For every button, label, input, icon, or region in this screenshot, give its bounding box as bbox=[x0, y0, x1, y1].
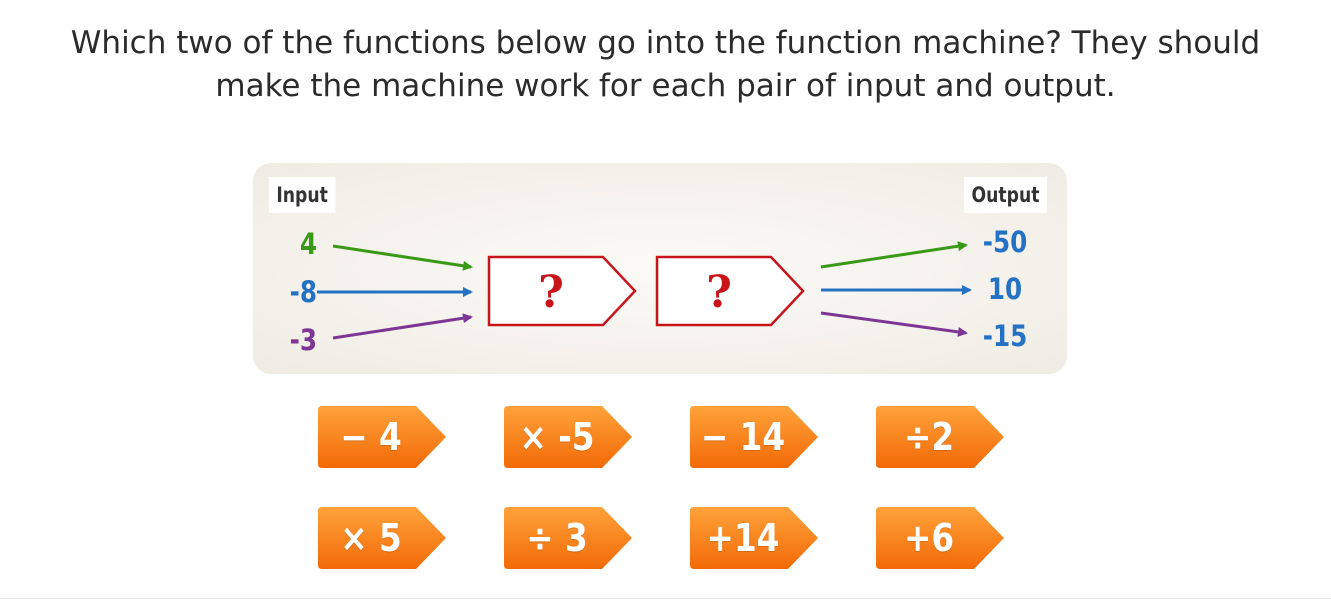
function-machine-diagram: ? ? bbox=[317, 241, 972, 340]
choice-label: +14 bbox=[706, 516, 780, 560]
choice-tag-shape bbox=[504, 406, 632, 468]
bottom-divider bbox=[0, 598, 1331, 599]
input-label: Input bbox=[269, 177, 336, 213]
choice-label: × -5 bbox=[519, 415, 595, 459]
input-arrow-purple bbox=[332, 313, 473, 340]
choice-label: − 4 bbox=[340, 415, 402, 459]
choice-add-14[interactable]: +14 bbox=[690, 507, 818, 569]
choice-multiply-minus-5[interactable]: × -5 bbox=[504, 406, 632, 468]
choice-tag-shape bbox=[690, 507, 818, 569]
input-value-1: 4 bbox=[299, 227, 317, 261]
input-value-2: -8 bbox=[289, 275, 317, 309]
choice-label: ÷2 bbox=[903, 415, 955, 459]
unknown-function-2-symbol: ? bbox=[706, 267, 732, 318]
choice-divide-2[interactable]: ÷2 bbox=[876, 406, 1004, 468]
output-arrow-green bbox=[820, 241, 968, 269]
choice-tag-shape bbox=[318, 406, 446, 468]
choice-label: × 5 bbox=[340, 516, 402, 560]
function-machine-panel: ? ? Input Output 4 -8 -3 -50 10 -15 bbox=[253, 163, 1067, 374]
unknown-function-box-1 bbox=[487, 255, 637, 327]
output-value-3: -15 bbox=[982, 319, 1028, 353]
choice-multiply-5[interactable]: × 5 bbox=[318, 507, 446, 569]
output-value-1: -50 bbox=[982, 225, 1028, 259]
question-line-2: make the machine work for each pair of i… bbox=[215, 68, 1116, 104]
output-label: Output bbox=[964, 177, 1047, 213]
choice-tag-shape bbox=[690, 406, 818, 468]
output-arrow-purple bbox=[820, 311, 968, 337]
choice-tag-shape bbox=[318, 507, 446, 569]
question-line-1: Which two of the functions below go into… bbox=[70, 25, 1261, 61]
choice-tag-shape bbox=[504, 507, 632, 569]
choice-subtract-14[interactable]: − 14 bbox=[690, 406, 818, 468]
choice-label: +6 bbox=[903, 516, 955, 560]
choice-add-6[interactable]: +6 bbox=[876, 507, 1004, 569]
choice-label: − 14 bbox=[700, 415, 786, 459]
output-value-2: 10 bbox=[987, 272, 1023, 306]
input-value-3: -3 bbox=[289, 323, 317, 357]
choice-divide-3[interactable]: ÷ 3 bbox=[504, 507, 632, 569]
choice-tag-shape bbox=[876, 507, 1004, 569]
question-text: Which two of the functions below go into… bbox=[0, 22, 1331, 108]
input-arrow-green bbox=[332, 244, 473, 271]
unknown-function-box-2 bbox=[655, 255, 805, 327]
choice-subtract-4[interactable]: − 4 bbox=[318, 406, 446, 468]
choice-tag-shape bbox=[876, 406, 1004, 468]
choice-label: ÷ 3 bbox=[526, 516, 588, 560]
unknown-function-1-symbol: ? bbox=[538, 267, 564, 318]
